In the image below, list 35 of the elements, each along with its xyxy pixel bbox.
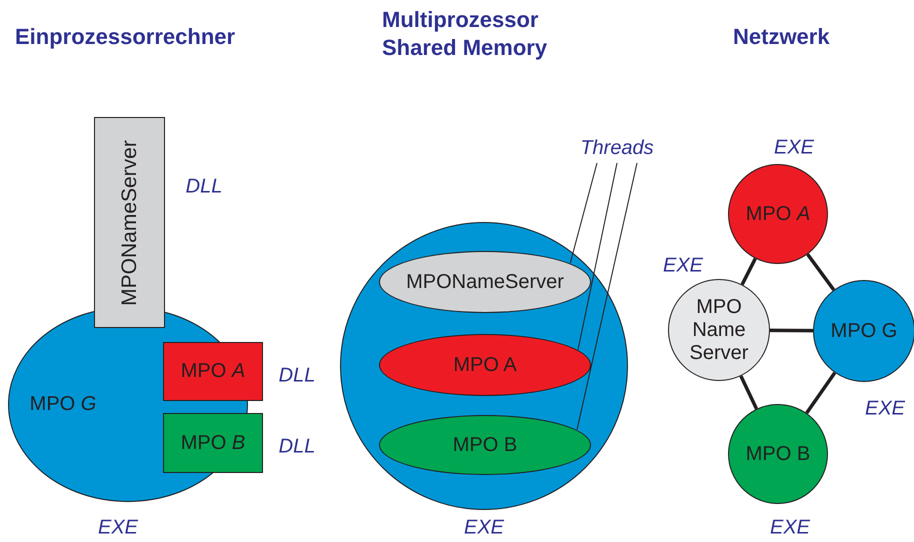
type-label: EXE [774, 136, 814, 160]
type-label: DLL [186, 176, 222, 198]
type-label: EXE [98, 516, 138, 540]
connector-line [740, 258, 757, 286]
section-heading: Netzwerk [733, 23, 830, 51]
dll-box [163, 413, 263, 473]
node-label: Threads [580, 136, 654, 160]
connector-line [806, 253, 836, 291]
node-label: MPO A [453, 354, 517, 376]
node-label: MPO B [452, 434, 518, 456]
node-label: MPO B [180, 432, 246, 454]
type-label: EXE [770, 516, 810, 540]
leader-line [576, 162, 638, 430]
connector-line [805, 372, 836, 414]
node-label: MPONameServer [118, 140, 142, 306]
node-label: MPO G [30, 393, 96, 416]
leader-line [570, 162, 598, 264]
leader-line [578, 162, 618, 350]
type-label: EXE [662, 254, 704, 278]
section-heading: Multiprozessor Shared Memory [382, 6, 548, 62]
node-label: MPO G [830, 320, 898, 342]
type-label: EXE [864, 398, 906, 420]
connector-line [770, 328, 814, 332]
node-label: MPONameServer [406, 270, 564, 294]
section-heading: Einprozessorrechner [15, 23, 236, 51]
dll-box [163, 342, 263, 401]
node-label: MPO A [180, 360, 246, 383]
name-server-box [94, 117, 165, 328]
type-label: EXE [464, 516, 504, 540]
node-label: MPO A [744, 202, 812, 226]
node-label: MPO Name Server [688, 296, 750, 364]
type-label: DLL [278, 436, 316, 458]
node-label: MPO B [744, 442, 812, 466]
type-label: DLL [278, 364, 316, 388]
connector-line [739, 375, 758, 410]
